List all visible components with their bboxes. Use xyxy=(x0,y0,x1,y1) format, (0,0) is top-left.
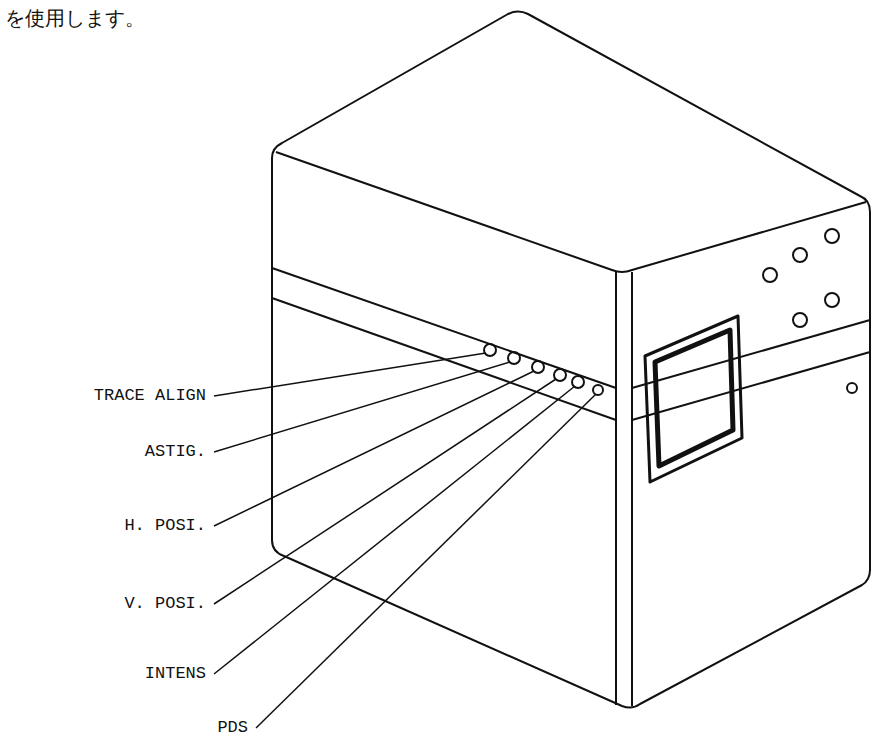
leader-line xyxy=(214,386,575,674)
leader-line xyxy=(256,394,596,728)
screen-inner xyxy=(655,330,733,466)
band-edge xyxy=(272,268,616,388)
control-label: TRACE ALIGN xyxy=(92,386,208,406)
knob xyxy=(825,229,839,243)
control-label: H. POSI. xyxy=(122,516,208,536)
housing-outline xyxy=(272,12,870,708)
knob xyxy=(825,293,839,307)
front-edge xyxy=(631,272,633,706)
control-label: ASTIG. xyxy=(143,442,208,462)
control-label: V. POSI. xyxy=(122,594,208,614)
knob xyxy=(793,313,807,327)
knob xyxy=(847,383,857,393)
adjust-hole xyxy=(593,385,603,395)
top-edge xyxy=(276,152,866,272)
control-label: INTENS xyxy=(143,664,208,684)
front-edge xyxy=(615,272,617,705)
band-edge xyxy=(632,352,870,420)
screen-outer xyxy=(645,316,742,482)
leader-line xyxy=(214,379,556,604)
knob xyxy=(763,268,777,282)
control-label: PDS xyxy=(215,718,250,738)
adjust-hole xyxy=(484,344,496,356)
knob xyxy=(793,248,807,262)
intro-text: を使用します。 xyxy=(3,8,147,28)
leader-line xyxy=(214,353,486,396)
